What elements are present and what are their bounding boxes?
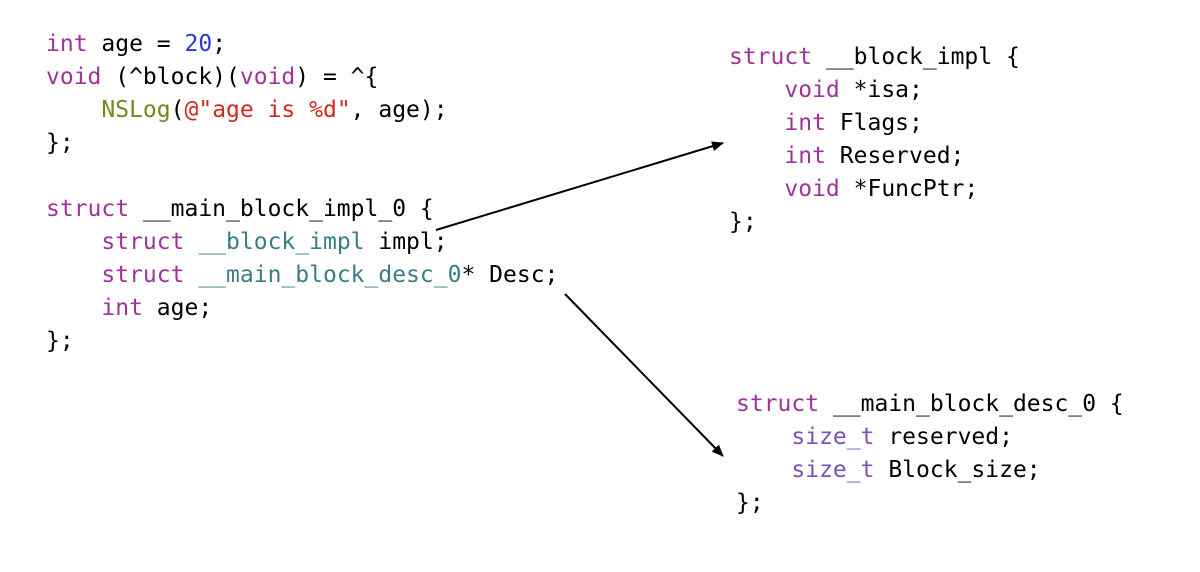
code-token-plain (736, 424, 791, 450)
code-token-plain (46, 295, 101, 321)
code-token-plain: ; (212, 31, 227, 57)
desc-code-line: struct __main_block_desc_0 { (736, 388, 1124, 421)
code-token-plain: Flags; (825, 110, 923, 136)
code-token-plain: reserved; (874, 424, 1013, 450)
code-token-plain: *FuncPtr; (839, 176, 979, 202)
main-code-line: }; (46, 127, 558, 160)
code-token-plain: * Desc; (461, 262, 559, 288)
block-impl-struct-code: struct __block_impl { void *isa; int Fla… (729, 41, 1020, 239)
code-token-plain (729, 143, 784, 169)
code-token-plain (46, 262, 101, 288)
code-token-plain: __block_impl { (812, 44, 1020, 70)
main-code-line: NSLog(@"age is %d", age); (46, 94, 558, 127)
main-code-line (46, 160, 558, 193)
code-token-plain (184, 262, 198, 288)
code-token-keyword: void (784, 176, 840, 202)
code-token-plain (46, 97, 101, 123)
code-token-plain: }; (729, 209, 757, 235)
main-code-line: int age = 20; (46, 28, 558, 61)
code-token-plain: impl; (364, 229, 448, 255)
code-token-plain: }; (46, 328, 74, 354)
code-token-keyword: struct (101, 229, 185, 255)
code-token-plain: Reserved; (825, 143, 965, 169)
code-token-keyword: void (784, 77, 840, 103)
code-token-keyword: struct (101, 262, 185, 288)
code-token-plain (184, 229, 198, 255)
code-token-type_builtin: size_t (791, 424, 875, 450)
desc-code-line: }; (736, 487, 1124, 520)
code-token-plain (736, 457, 791, 483)
code-token-keyword: void (239, 64, 296, 90)
main-block-code: int age = 20;void (^block)(void) = ^{ NS… (46, 28, 558, 358)
code-token-plain: __main_block_desc_0 { (819, 391, 1124, 417)
code-token-plain (46, 229, 101, 255)
code-token-keyword: int (784, 143, 826, 169)
code-token-plain: age; (142, 295, 213, 321)
code-token-function: NSLog (101, 97, 171, 123)
code-token-plain: }; (46, 130, 74, 156)
code-token-plain: }; (736, 490, 764, 516)
code-token-plain: , age); (350, 97, 448, 123)
code-token-keyword: int (46, 31, 88, 57)
main-code-line: struct __block_impl impl; (46, 226, 558, 259)
code-token-plain (729, 110, 784, 136)
code-token-keyword: void (46, 64, 102, 90)
code-token-plain: __main_block_impl_0 { (129, 196, 434, 222)
main-code-line: }; (46, 325, 558, 358)
impl-code-line: void *FuncPtr; (729, 173, 1020, 206)
code-token-plain: ( (170, 97, 185, 123)
impl-code-line: }; (729, 206, 1020, 239)
impl-code-line: int Flags; (729, 107, 1020, 140)
block-desc-struct-code: struct __main_block_desc_0 { size_t rese… (736, 388, 1124, 520)
code-token-keyword: struct (729, 44, 813, 70)
code-token-keyword: int (101, 295, 143, 321)
arrow-desc-to-block-desc (564, 293, 724, 457)
code-token-number: 20 (184, 31, 213, 57)
code-token-string: @"age is %d" (184, 97, 351, 123)
impl-code-line: struct __block_impl { (729, 41, 1020, 74)
desc-code-line: size_t Block_size; (736, 454, 1124, 487)
code-token-plain: age = (87, 31, 185, 57)
code-token-plain: ) = ^{ (295, 64, 379, 90)
impl-code-line: int Reserved; (729, 140, 1020, 173)
code-token-keyword: int (784, 110, 826, 136)
code-token-plain: (^block)( (101, 64, 240, 90)
main-code-line: struct __main_block_desc_0* Desc; (46, 259, 558, 292)
code-token-keyword: struct (46, 196, 130, 222)
impl-code-line: void *isa; (729, 74, 1020, 107)
main-code-line: void (^block)(void) = ^{ (46, 61, 558, 94)
code-token-plain (729, 176, 784, 202)
code-token-plain: Block_size; (874, 457, 1041, 483)
code-token-type_ref: __block_impl (198, 229, 365, 255)
code-token-plain (729, 77, 784, 103)
code-token-type_builtin: size_t (791, 457, 875, 483)
code-token-plain: *isa; (839, 77, 923, 103)
main-code-line: struct __main_block_impl_0 { (46, 193, 558, 226)
main-code-line: int age; (46, 292, 558, 325)
code-token-type_ref: __main_block_desc_0 (198, 262, 462, 288)
code-token-keyword: struct (736, 391, 820, 417)
desc-code-line: size_t reserved; (736, 421, 1124, 454)
